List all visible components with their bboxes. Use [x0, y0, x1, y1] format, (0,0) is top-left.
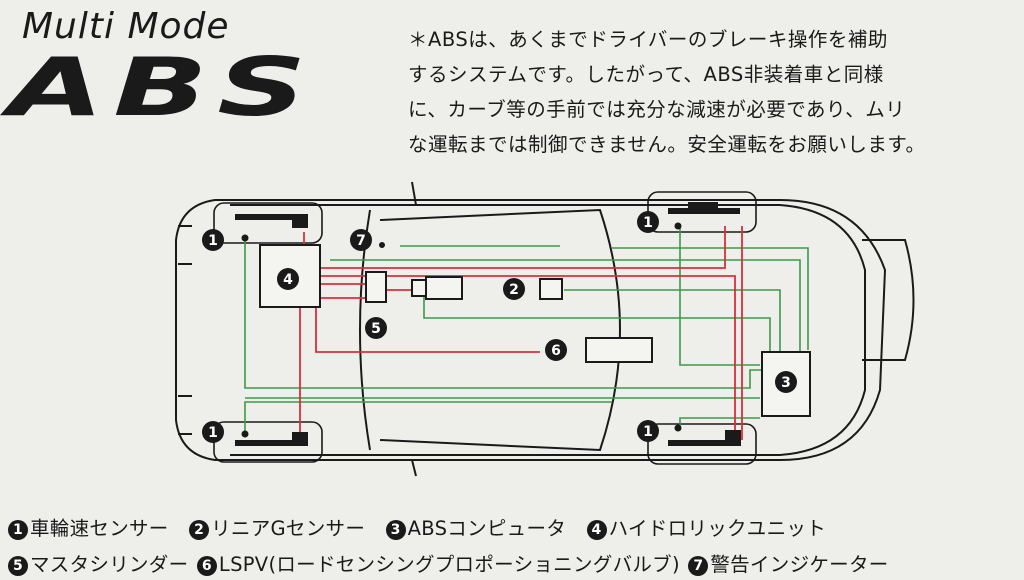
title-multi-mode: Multi Mode: [22, 6, 230, 47]
master-cylinder-body: [411, 279, 427, 297]
legend-label: ハイドロリックユニット: [608, 517, 826, 540]
legend-badge: 6: [196, 556, 217, 576]
marker-text: 2: [509, 282, 519, 298]
marker-text: 5: [371, 321, 381, 337]
marker-text: 7: [356, 233, 366, 249]
wheel-wells: [213, 191, 757, 465]
marker-master-cylinder: 5: [365, 317, 387, 339]
booster-box: [425, 276, 463, 300]
marker-text: 1: [208, 233, 218, 249]
marker-text: 4: [283, 272, 293, 288]
note-line-4: な運転までは制御できません。安全運転をお願いします。: [408, 133, 926, 156]
note-line-1: ＊ABSは、あくまでドライバーのブレーキ操作を補助: [408, 28, 888, 51]
abs-layout-diagram: 1 1 1 1 2 3 4 5: [175, 181, 915, 477]
abs-note: ＊ABSは、あくまでドライバーのブレーキ操作を補助 するシステムです。したがって…: [408, 22, 1014, 162]
legend-badge: 3: [385, 520, 406, 540]
legend-label: LSPV(ロードセンシングプロポーショニングバルブ): [218, 553, 680, 576]
marker-warning-indicator: 7: [350, 229, 372, 251]
car-outline: [175, 181, 915, 477]
legend-label: 警告インジケーター: [710, 553, 889, 576]
legend-badge: 2: [189, 520, 210, 540]
legend-badge: 7: [688, 556, 709, 576]
marker-wheel-speed-fl: 1: [202, 229, 224, 251]
marker-linear-g-sensor: 2: [503, 278, 525, 300]
legend-label: リニアGセンサー: [211, 517, 366, 540]
legend-badge: 4: [586, 520, 607, 540]
note-line-3: に、カーブ等の手前では充分な減速が必要であり、ムリ: [408, 98, 906, 121]
diagram-markers: 1 1 1 1 2 3 4 5: [202, 211, 797, 443]
sensor-lines: [244, 226, 809, 432]
marker-text: 1: [208, 425, 218, 441]
marker-lspv: 6: [545, 339, 567, 361]
master-cylinder-box: [365, 271, 387, 303]
marker-wheel-speed-fr: 1: [637, 211, 659, 233]
marker-wheel-speed-rr: 1: [637, 420, 659, 442]
note-line-2: するシステムです。したがって、ABS非装着車と同様: [408, 63, 884, 86]
lspv-box: [585, 337, 653, 363]
marker-text: 6: [551, 343, 561, 359]
legend-label: ABSコンピュータ: [407, 517, 567, 540]
title-abs: ABS: [8, 41, 316, 134]
marker-text: 1: [643, 424, 653, 440]
wheel-speed-sensor-icons: [235, 202, 741, 446]
marker-text: 3: [781, 375, 791, 391]
legend-label: 車輪速センサー: [30, 517, 169, 540]
marker-wheel-speed-rl: 1: [202, 421, 224, 443]
marker-abs-computer: 3: [775, 371, 797, 393]
legend-label: マスタシリンダー: [30, 553, 189, 576]
marker-text: 1: [643, 215, 653, 231]
linear-g-sensor-box: [539, 278, 563, 300]
component-boxes: [259, 244, 811, 417]
legend-badge: 5: [8, 556, 28, 576]
legend-badge: 1: [8, 520, 28, 540]
marker-hydraulic-unit: 4: [277, 268, 299, 290]
